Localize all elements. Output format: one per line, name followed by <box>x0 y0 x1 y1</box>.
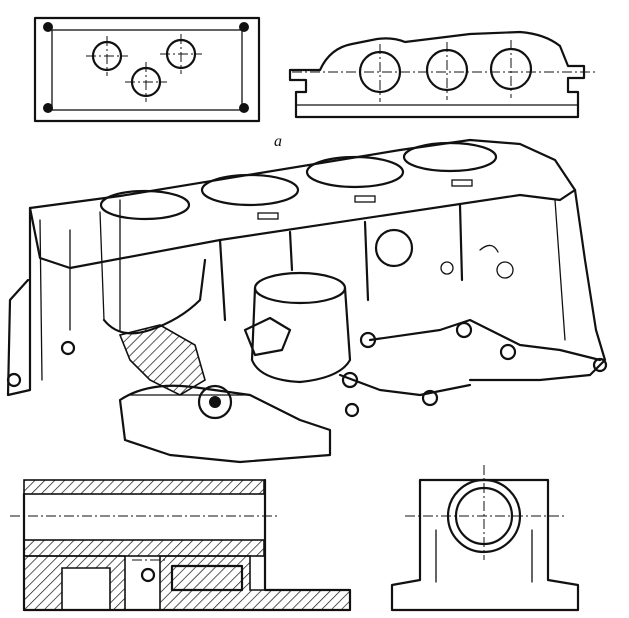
end-view-bearing <box>390 465 580 612</box>
top-view-deck-plate <box>33 16 261 123</box>
view-label: a <box>274 133 282 150</box>
side-view-triple-bore <box>288 30 596 119</box>
section-view-side <box>10 478 352 612</box>
isometric-cutaway-block <box>6 138 608 464</box>
